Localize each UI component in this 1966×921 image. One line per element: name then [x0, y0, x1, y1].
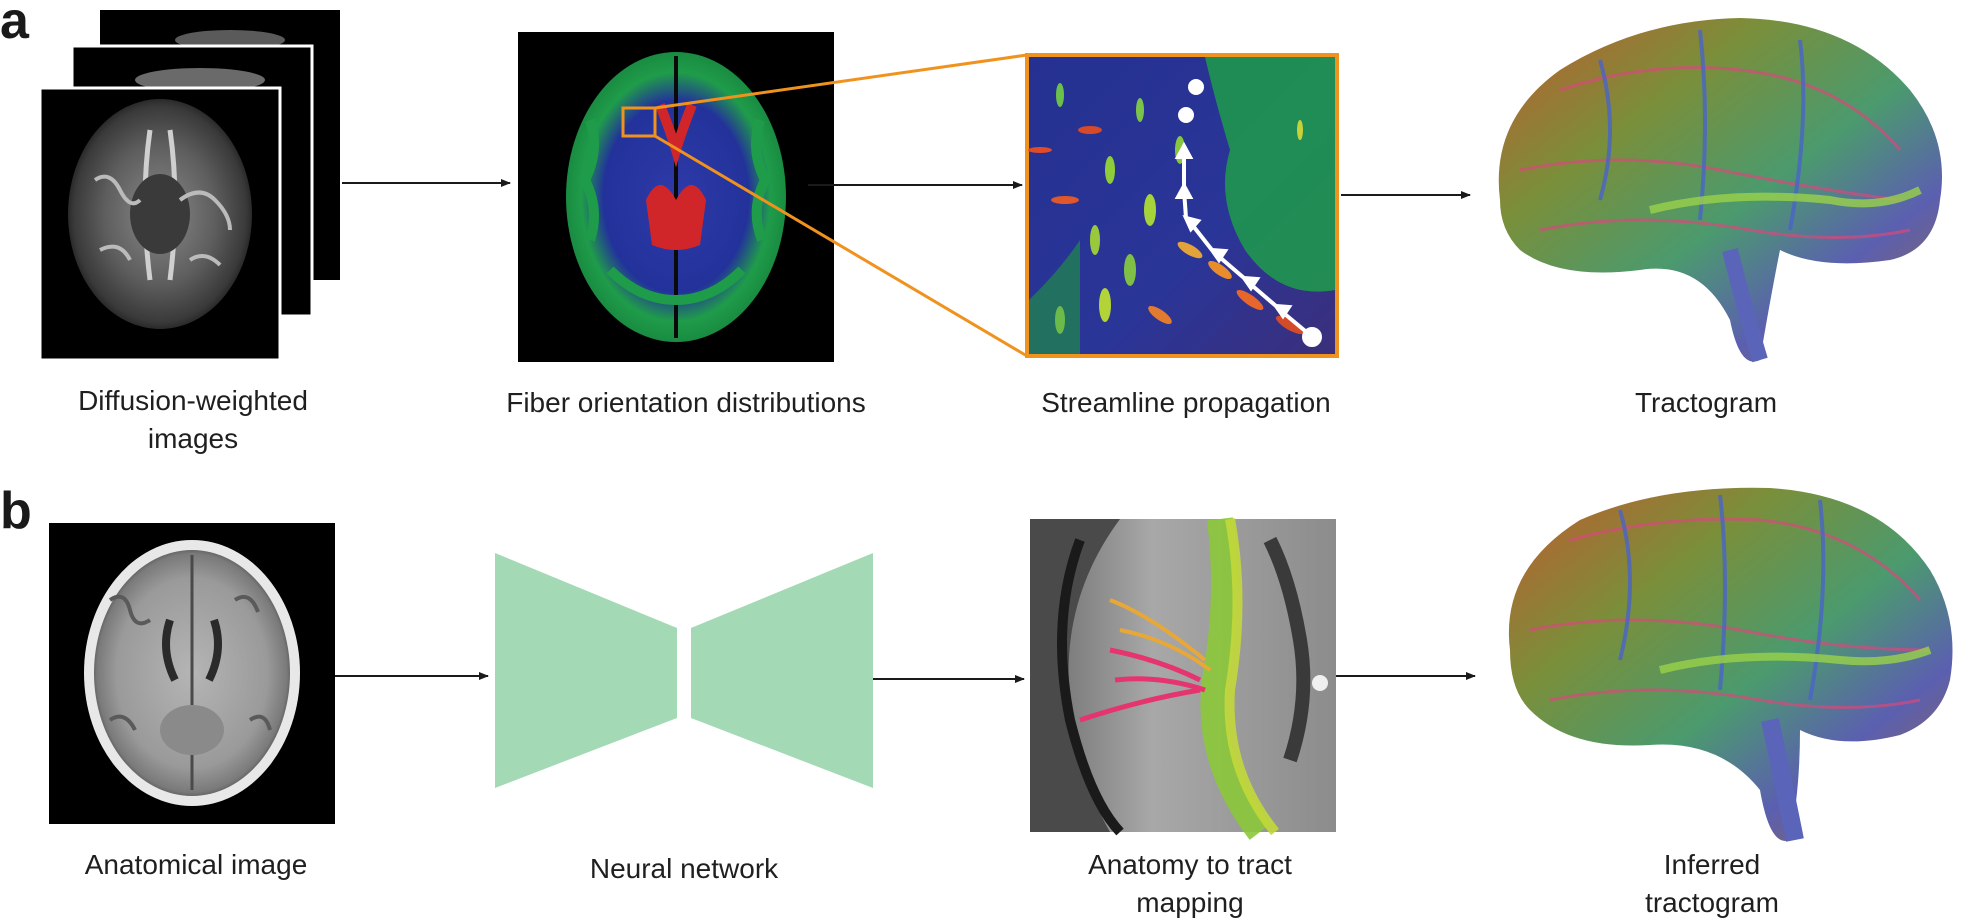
caption-fiber-orientation: Fiber orientation distributions — [506, 387, 866, 418]
anatomy-to-tract-mapping-image — [1030, 517, 1336, 840]
panel-a-arrows — [342, 179, 1471, 199]
panel-letter-a: a — [0, 0, 30, 50]
caption-tractogram: Tractogram — [1635, 387, 1777, 418]
fod-glyphs — [1028, 83, 1305, 335]
caption-anatomy-to-tract-line2: mapping — [1136, 887, 1243, 918]
panel-b-arrows — [335, 672, 1476, 683]
anatomical-image — [49, 523, 335, 824]
fod-brain-image — [518, 32, 834, 362]
caption-neural-network: Neural network — [590, 853, 779, 884]
diffusion-weighted-image-stack — [38, 10, 340, 362]
caption-diffusion-weighted-line1: Diffusion-weighted — [78, 385, 308, 416]
caption-diffusion-weighted-line2: images — [148, 423, 238, 454]
tractogram-image — [1498, 18, 1942, 363]
streamline-arrows — [1174, 79, 1322, 347]
panel-letter-b: b — [0, 482, 32, 540]
zoom-connector-lines — [654, 53, 1028, 358]
caption-streamline-propagation: Streamline propagation — [1041, 387, 1331, 418]
caption-inferred-tractogram-line2: tractogram — [1645, 887, 1779, 918]
caption-anatomical-image: Anatomical image — [85, 849, 308, 880]
neural-network-diagram — [495, 553, 873, 788]
caption-inferred-tractogram-line1: Inferred — [1664, 849, 1761, 880]
inferred-tractogram-image — [1508, 487, 1953, 842]
network-decoder — [691, 553, 873, 788]
caption-anatomy-to-tract-line1: Anatomy to tract — [1088, 849, 1292, 880]
streamline-propagation-image — [1025, 53, 1339, 358]
fod-zoom-box — [621, 106, 657, 138]
network-encoder — [495, 553, 677, 788]
